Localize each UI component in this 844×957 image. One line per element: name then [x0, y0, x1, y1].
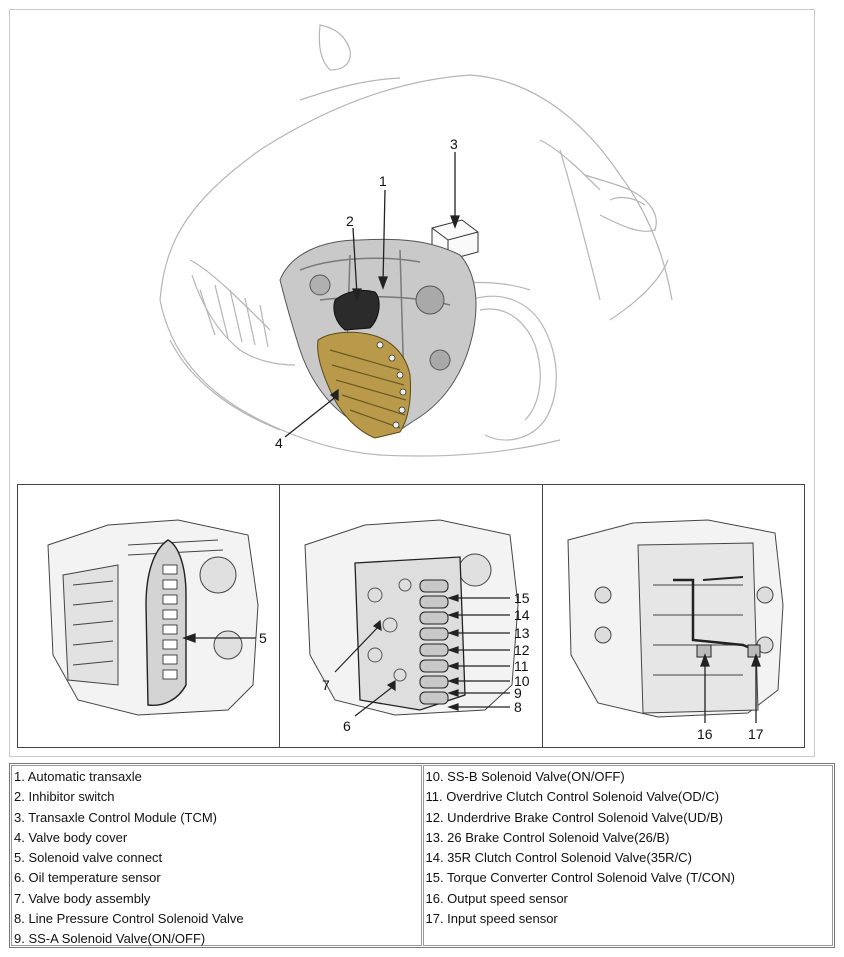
legend-item: 2. Inhibitor switch: [14, 789, 115, 805]
callout-15: 15: [514, 590, 530, 606]
callout-11: 11: [514, 658, 529, 674]
legend-column-left: 1. Automatic transaxle 2. Inhibitor swit…: [11, 765, 422, 946]
diagram-frame: [9, 9, 815, 757]
legend-item: 9. SS-A Solenoid Valve(ON/OFF): [14, 931, 206, 947]
panel-valve-body: 15 14 13 12 11 10 9 8 7 6: [279, 484, 543, 748]
valve-body-cover-shape: [317, 331, 411, 439]
panel-1-illustration: 5: [47, 519, 267, 716]
car-outline: [159, 24, 673, 457]
legend-item: 4. Valve body cover: [14, 829, 128, 845]
legend-item: 13. 26 Brake Control Solenoid Valve(26/B…: [425, 829, 670, 845]
legend-item: 16. Output speed sensor: [425, 890, 568, 906]
callout-labels-main: 1 2 3 4: [275, 136, 458, 451]
legend-item: 14. 35R Clutch Control Solenoid Valve(35…: [425, 850, 692, 866]
panel-3-illustration: 16 17: [567, 519, 784, 742]
callout-13: 13: [514, 625, 530, 641]
callout-10: 10: [514, 673, 530, 689]
callout-9: 9: [514, 685, 522, 701]
legend-item: 6. Oil temperature sensor: [14, 870, 161, 886]
callout-7: 7: [322, 677, 330, 693]
legend-item: 11. Overdrive Clutch Control Solenoid Va…: [425, 789, 720, 805]
callout-4: 4: [275, 435, 283, 451]
legend-item: 12. Underdrive Brake Control Solenoid Va…: [425, 809, 723, 825]
legend-item: 15. Torque Converter Control Solenoid Va…: [425, 870, 736, 886]
car-transaxle-illustration: 1 2 3 4: [159, 24, 673, 457]
callout-12: 12: [514, 642, 530, 658]
legend-table: 1. Automatic transaxle 2. Inhibitor swit…: [9, 763, 835, 948]
callout-5: 5: [259, 630, 267, 646]
legend-item: 8. Line Pressure Control Solenoid Valve: [14, 911, 244, 927]
callout-3: 3: [450, 136, 458, 152]
callout-17: 17: [748, 726, 764, 742]
legend-item: 10. SS-B Solenoid Valve(ON/OFF): [425, 769, 625, 784]
panel-speed-sensors: 16 17: [542, 484, 805, 748]
legend-item: 17. Input speed sensor: [425, 911, 558, 927]
legend-item: 5. Solenoid valve connect: [14, 850, 163, 866]
legend-column-right: 10. SS-B Solenoid Valve(ON/OFF) 11. Over…: [422, 765, 833, 946]
callout-8: 8: [514, 699, 522, 715]
panel-solenoid-connector: 5: [17, 484, 280, 748]
panel-2-illustration: 15 14 13 12 11 10 9 8 7 6: [304, 519, 530, 734]
legend-item: 3. Transaxle Control Module (TCM): [14, 809, 218, 825]
legend-item: 7. Valve body assembly: [14, 890, 151, 906]
callout-1: 1: [379, 173, 387, 189]
callout-6: 6: [343, 718, 351, 734]
callout-lines-main: [284, 152, 460, 438]
callout-16: 16: [697, 726, 713, 742]
callout-2: 2: [346, 213, 354, 229]
legend-item: 1. Automatic transaxle: [14, 769, 142, 784]
callout-14: 14: [514, 607, 530, 623]
